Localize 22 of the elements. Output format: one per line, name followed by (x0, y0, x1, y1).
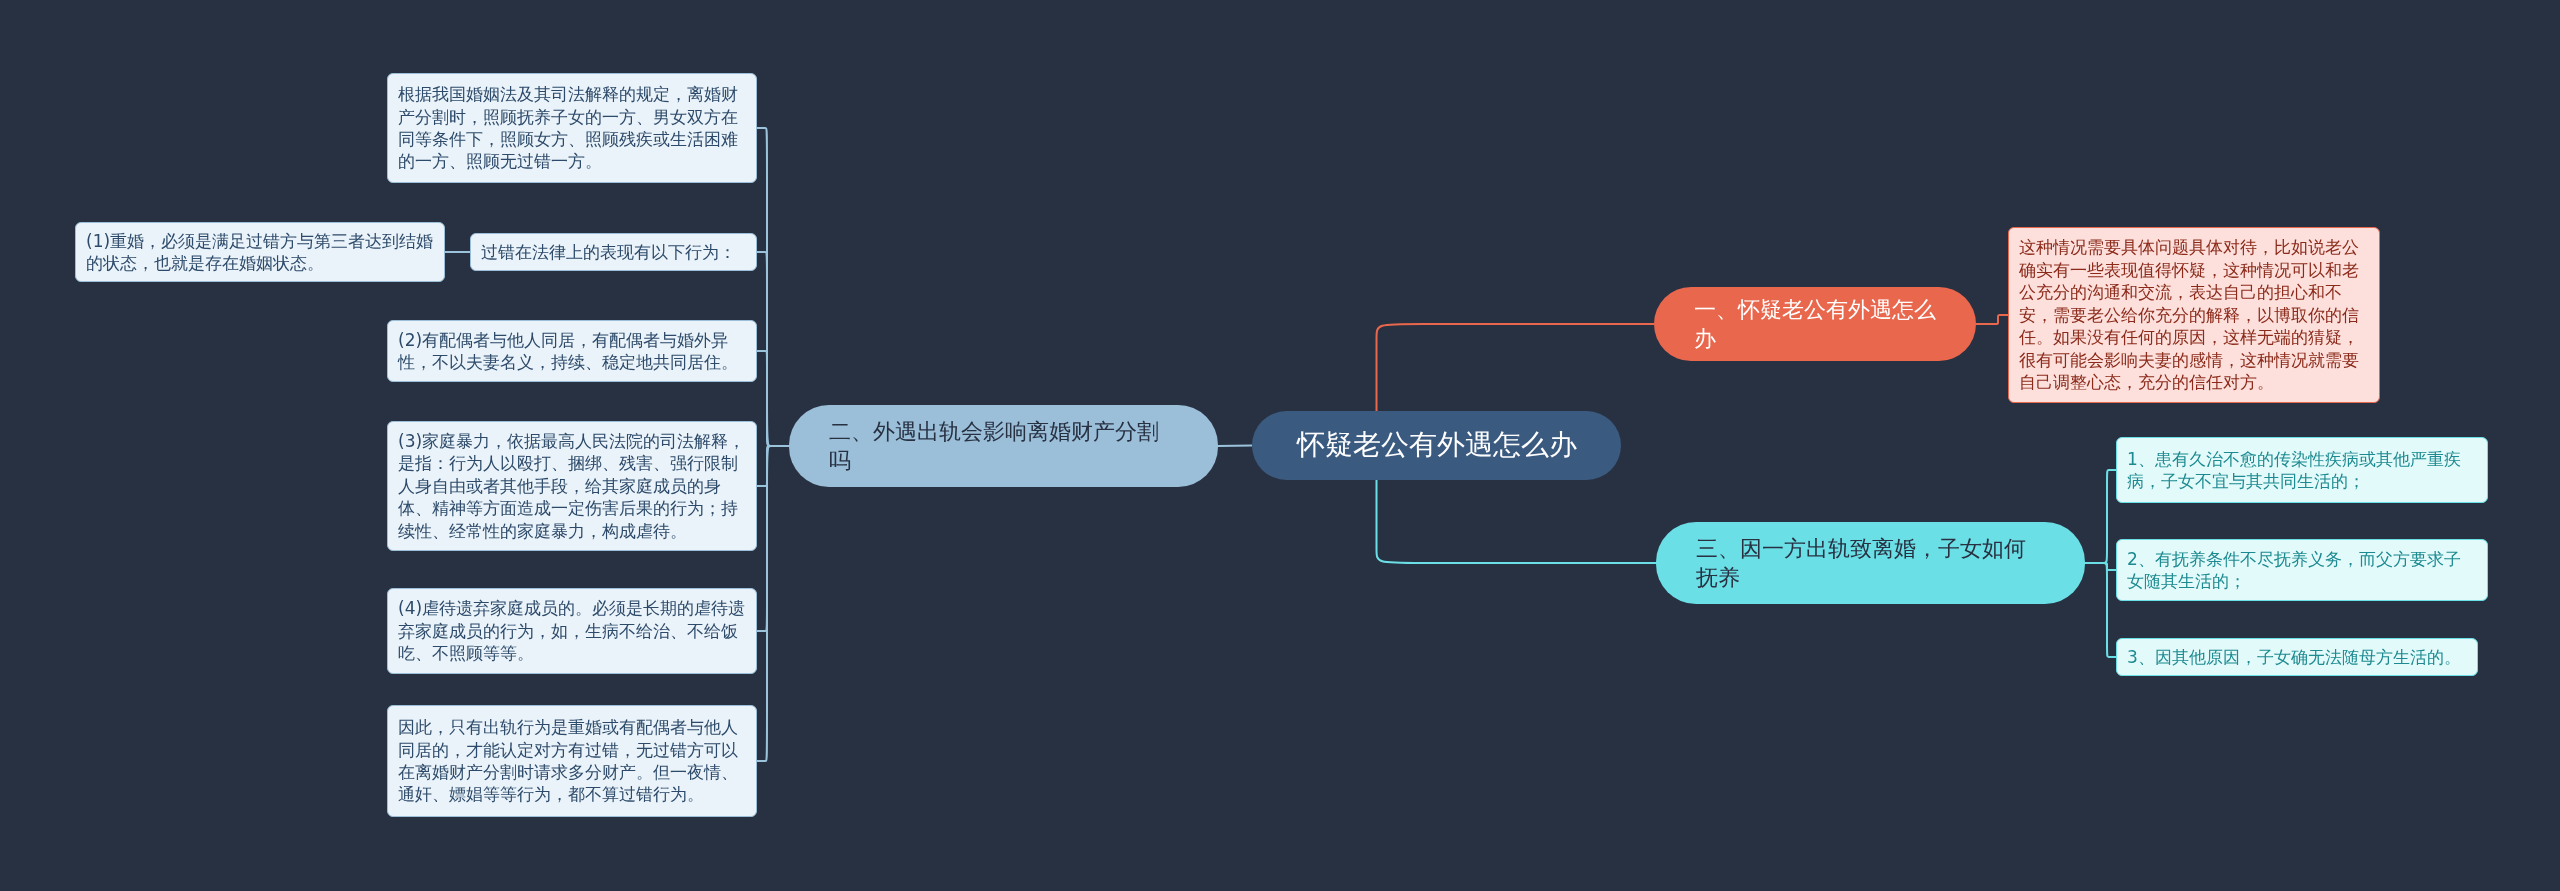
branch-topic: 二、外遇出轨会影响离婚财产分割吗 (789, 405, 1218, 487)
note-card: (4)虐待遗弃家庭成员的。必须是长期的虐待遗弃家庭成员的行为，如，生病不给治、不给饭吃、不照顾等等。 (387, 588, 757, 674)
connector-line (444, 251, 471, 253)
note-card: 根据我国婚姻法及其司法解释的规定，离婚财产分割时，照顾抚养子女的一方、男女双方在同等条件下，照顾女方、照顾残疾或生活困难的一方、照顾无过错一方。 (387, 73, 757, 183)
note-card: 2、有抚养条件不尽抚养义务，而父方要求子女随其生活的； (2116, 539, 2488, 601)
central-topic: 怀疑老公有外遇怎么办 (1252, 411, 1621, 480)
branch-topic: 一、怀疑老公有外遇怎么办 (1654, 287, 1976, 362)
note-card: 1、患有久治不愈的传染性疾病或其他严重疾病，子女不宜与其共同生活的； (2116, 437, 2488, 503)
note-card: (2)有配偶者与他人同居，有配偶者与婚外异性，不以夫妻名义，持续、稳定地共同居住。 (387, 320, 757, 382)
connector-line (1217, 444, 1253, 447)
connector-line (2084, 562, 2117, 658)
note-card: 这种情况需要具体问题具体对待，比如说老公确实有一些表现值得怀疑，这种情况可以和老公充分的沟通和交流，表达自己的担心和不安，需要老公给你充分的解释，以博取你的信任。如果没有任何的原因，这样无端的猜疑，很有可能会影响夫妻的感情，这种情况就需要自己调整心态，充分的信任对方。 (2008, 227, 2380, 403)
branch-topic: 三、因一方出轨致离婚，子女如何抚养 (1656, 522, 2085, 604)
connector-line (1975, 314, 2009, 325)
note-card: 3、因其他原因，子女确无法随母方生活的。 (2116, 638, 2478, 676)
note-card: (3)家庭暴力，依据最高人民法院的司法解释，是指：行为人以殴打、捆绑、残害、强行限制人身自由或者其他手段，给其家庭成员的身体、精神等方面造成一定伤害后果的行为；持续性、经常性的家庭暴力，构成虐待。 (387, 421, 757, 551)
note-card: 因此，只有出轨行为是重婚或有配偶者与他人同居的，才能认定对方有过错，无过错方可以在离婚财产分割时请求多分财产。但一夜情、通奸、嫖娼等等行为，都不算过错行为。 (387, 705, 757, 817)
connector-line (1375, 323, 1655, 412)
note-card: 过错在法律上的表现有以下行为： (470, 233, 757, 271)
note-card: (1)重婚，必须是满足过错方与第三者达到结婚的状态，也就是存在婚姻状态。 (75, 222, 445, 282)
connector-line (756, 445, 790, 762)
connector-line (1375, 479, 1657, 564)
